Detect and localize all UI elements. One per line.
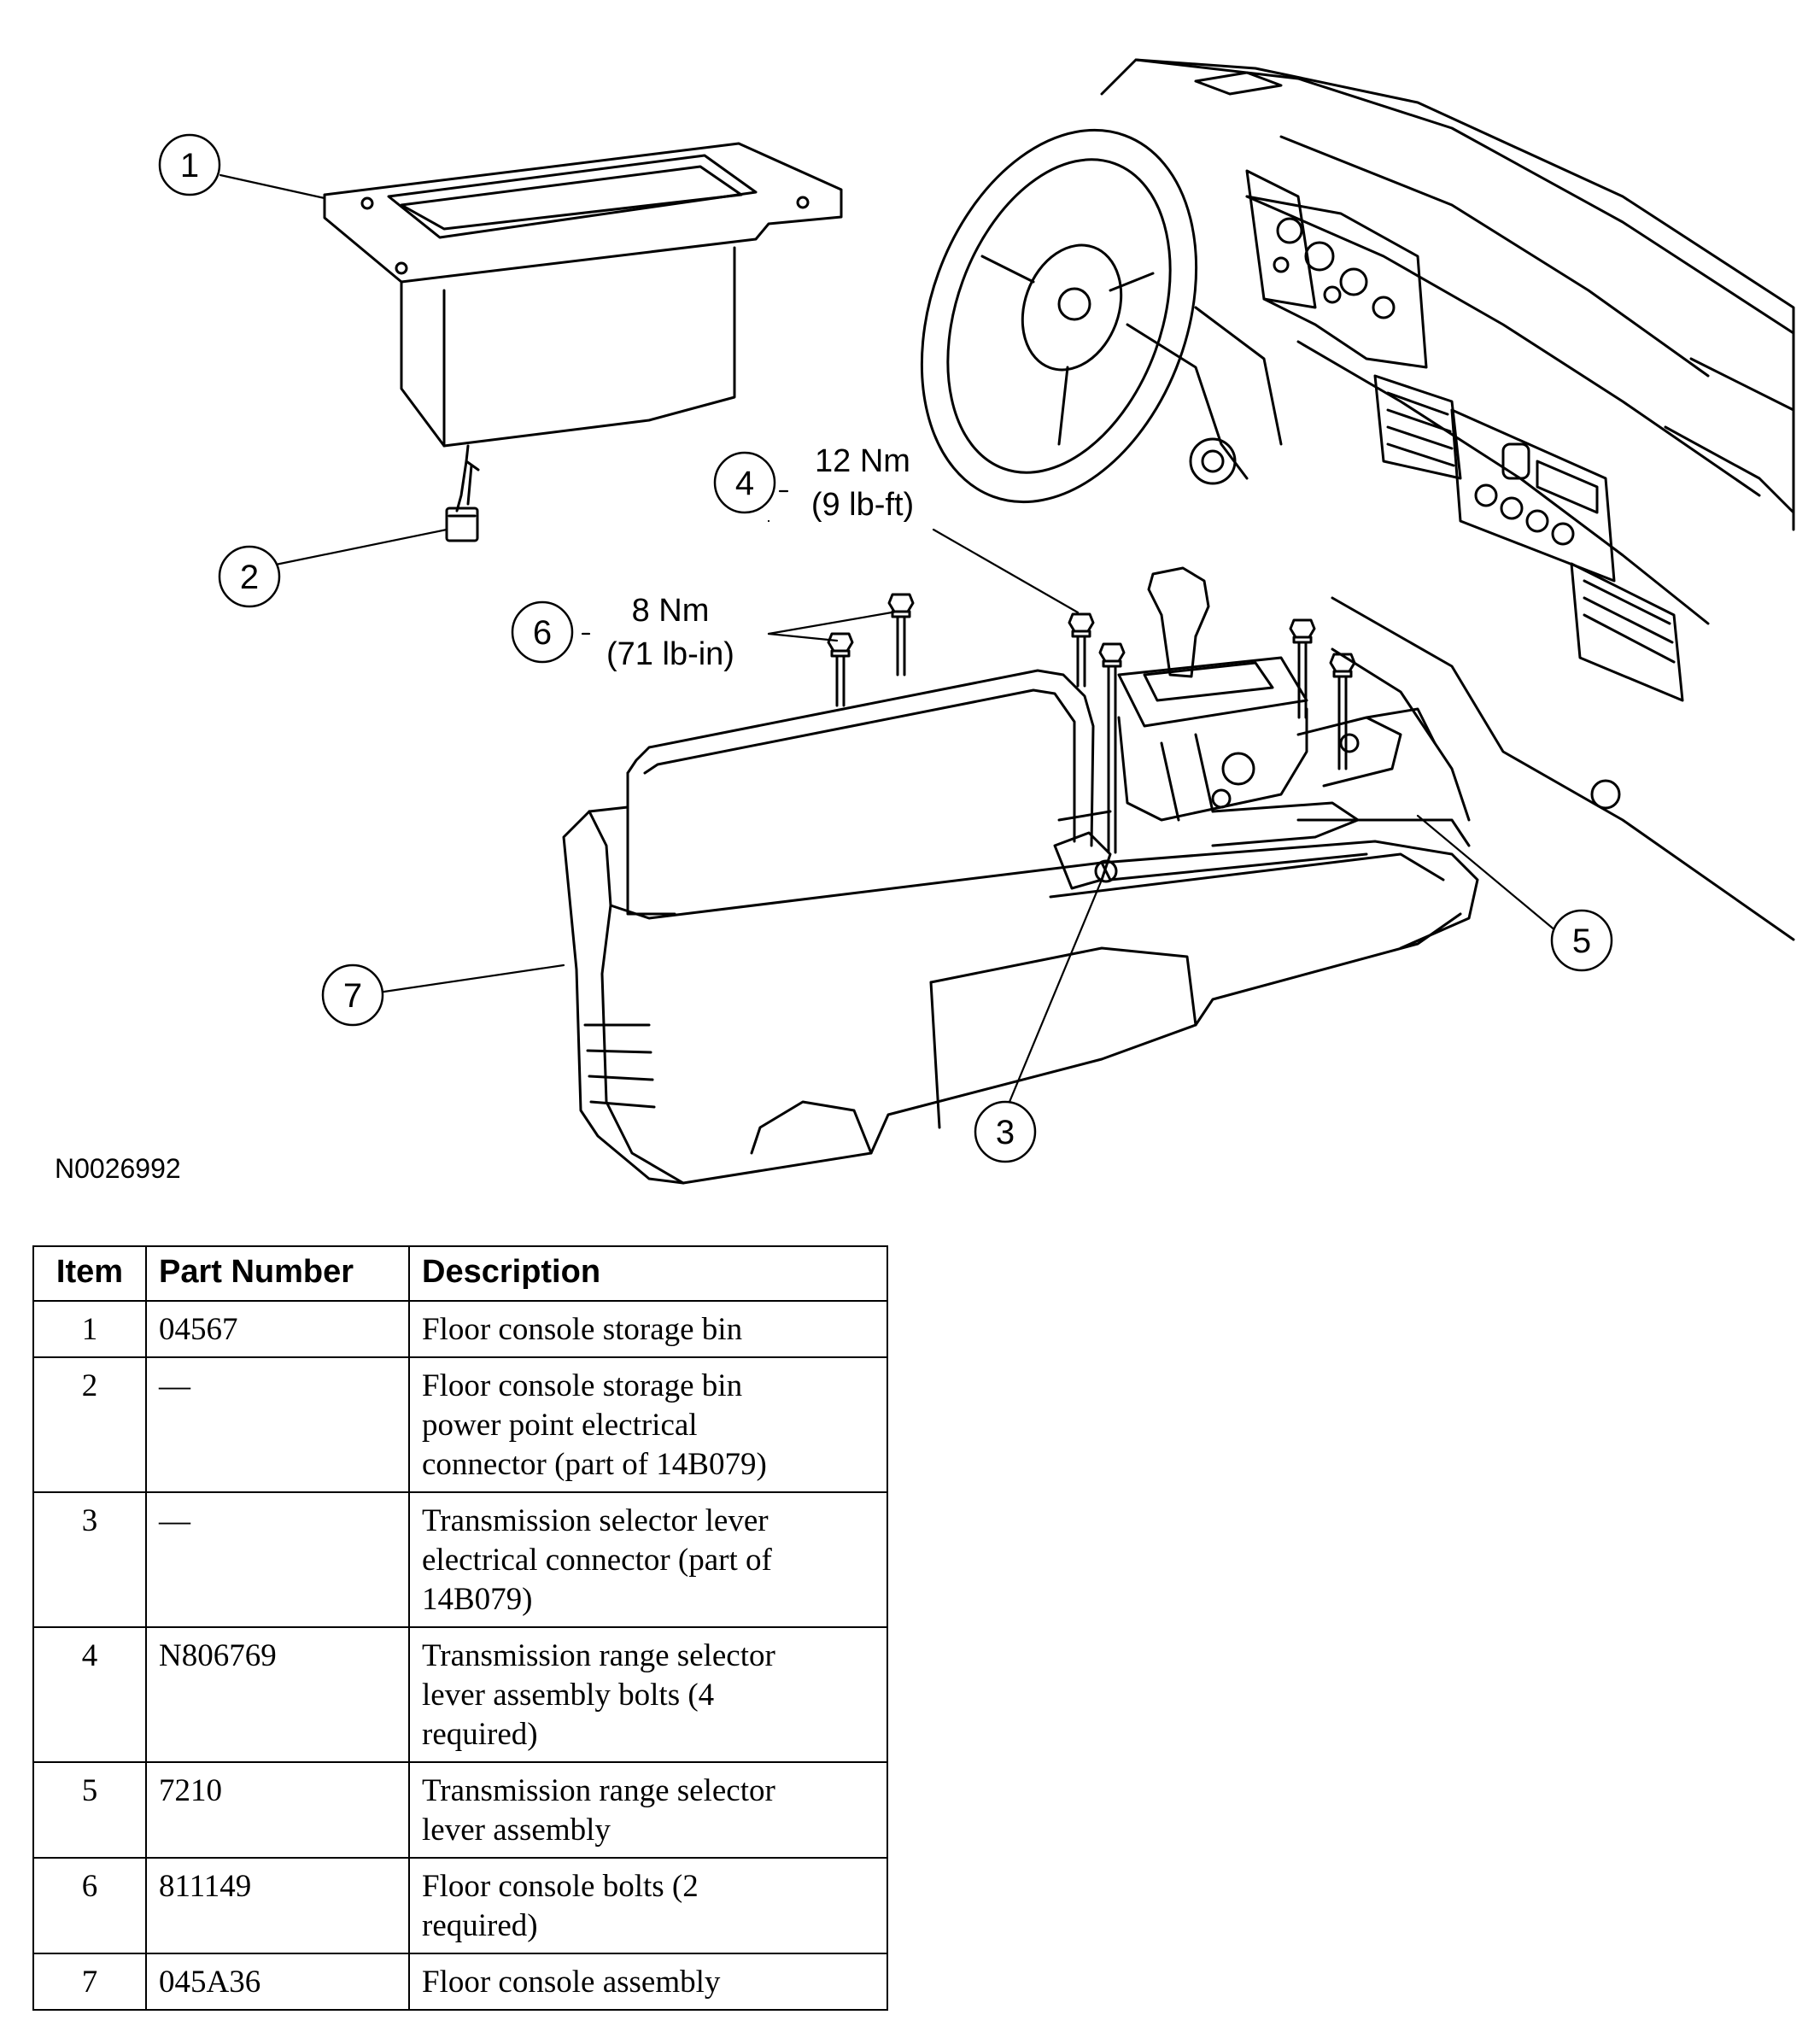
torque-item6-imperial: (71 lb-in) xyxy=(606,636,734,672)
steering-wheel-drawing xyxy=(920,128,1283,504)
description-line: 14B079) xyxy=(422,1582,533,1617)
torque-item4-metric: 12 Nm xyxy=(815,443,910,479)
header-item: Item xyxy=(32,1245,147,1302)
table-row: 6 811149 Floor console bolts (2 required… xyxy=(32,1857,888,1954)
figure-id: N0026992 xyxy=(55,1153,181,1184)
selector-lever-drawing xyxy=(1117,566,1437,847)
svg-text:3: 3 xyxy=(996,1114,1015,1151)
description-line: Floor console assembly xyxy=(422,1965,721,2000)
callout-1: 1 xyxy=(158,133,221,196)
description-line: Floor console storage bin xyxy=(422,1312,743,1347)
description-line: required) xyxy=(422,1717,538,1752)
exploded-view-diagram: 1 2 3 4 5 6 7 12 Nm (9 lb-ft) 8 Nm xyxy=(158,58,1795,1185)
torque-labels: 12 Nm (9 lb-ft) 8 Nm (71 lb-in) xyxy=(606,443,914,672)
table-row: 2 — Floor console storage bin power poin… xyxy=(32,1356,888,1493)
description-line: electrical connector (part of xyxy=(422,1543,772,1578)
description-line: Floor console bolts (2 xyxy=(422,1869,699,1904)
cell-description: Transmission range selector lever assemb… xyxy=(408,1626,888,1763)
table-row: 4 N806769 Transmission range selector le… xyxy=(32,1626,888,1763)
cell-description: Floor console assembly xyxy=(408,1953,888,2011)
table-row: 1 04567 Floor console storage bin xyxy=(32,1300,888,1358)
cell-item: 2 xyxy=(32,1356,147,1493)
description-line: Transmission range selector xyxy=(422,1638,775,1673)
cell-part-number: — xyxy=(145,1356,410,1493)
cell-part-number: 811149 xyxy=(145,1857,410,1954)
table-row: 5 7210 Transmission range selector lever… xyxy=(32,1761,888,1859)
callout-5: 5 xyxy=(1550,909,1613,972)
cell-item: 1 xyxy=(32,1300,147,1358)
description-line: connector (part of 14B079) xyxy=(422,1447,767,1482)
cell-description: Floor console storage bin power point el… xyxy=(408,1356,888,1493)
table-row: 7 045A36 Floor console assembly xyxy=(32,1953,888,2011)
callout-6: 6 xyxy=(511,600,574,664)
callouts: 1 2 3 4 5 6 7 xyxy=(158,133,1613,1163)
table-header-row: Item Part Number Description xyxy=(32,1245,888,1302)
svg-text:5: 5 xyxy=(1572,922,1591,960)
description-line: required) xyxy=(422,1908,538,1943)
cell-description: Transmission selector lever electrical c… xyxy=(408,1491,888,1628)
cell-item: 5 xyxy=(32,1761,147,1859)
cell-part-number: N806769 xyxy=(145,1626,410,1763)
header-part-number: Part Number xyxy=(145,1245,410,1302)
callout-7: 7 xyxy=(321,963,384,1027)
svg-text:7: 7 xyxy=(343,977,362,1015)
cell-part-number: 7210 xyxy=(145,1761,410,1859)
power-point-connector-drawing xyxy=(445,507,479,542)
callout-2: 2 xyxy=(218,545,281,608)
table-row: 3 — Transmission selector lever electric… xyxy=(32,1491,888,1628)
svg-text:6: 6 xyxy=(533,614,552,652)
description-line: Floor console storage bin xyxy=(422,1368,743,1403)
cell-item: 6 xyxy=(32,1857,147,1954)
cell-part-number: 045A36 xyxy=(145,1953,410,2011)
svg-text:4: 4 xyxy=(735,465,754,502)
torque-item4-imperial: (9 lb-ft) xyxy=(811,487,914,523)
bolts-drawing xyxy=(827,593,1356,854)
description-line: lever assembly xyxy=(422,1813,611,1848)
svg-text:2: 2 xyxy=(240,559,259,596)
storage-bin-drawing xyxy=(323,142,843,512)
cell-part-number: 04567 xyxy=(145,1300,410,1358)
cell-item: 7 xyxy=(32,1953,147,2011)
torque-item6-metric: 8 Nm xyxy=(632,593,710,629)
cell-item: 4 xyxy=(32,1626,147,1763)
callout-3: 3 xyxy=(974,1100,1037,1163)
leader-lines xyxy=(219,173,1558,1104)
description-line: Transmission selector lever xyxy=(422,1503,769,1538)
instrument-panel-drawing xyxy=(1100,58,1795,941)
selector-lever-connector-drawing xyxy=(1053,810,1118,890)
cell-description: Transmission range selector lever assemb… xyxy=(408,1761,888,1859)
description-line: Transmission range selector xyxy=(422,1773,775,1808)
cell-description: Floor console bolts (2 required) xyxy=(408,1857,888,1954)
cell-description: Floor console storage bin xyxy=(408,1300,888,1358)
callout-4: 4 xyxy=(713,451,776,514)
parts-table: Item Part Number Description 1 04567 Flo… xyxy=(32,1245,888,2011)
cell-item: 3 xyxy=(32,1491,147,1628)
svg-text:1: 1 xyxy=(180,147,199,184)
description-line: power point electrical xyxy=(422,1408,698,1443)
cell-part-number: — xyxy=(145,1491,410,1628)
description-line: lever assembly bolts (4 xyxy=(422,1678,715,1713)
header-description: Description xyxy=(408,1245,888,1302)
